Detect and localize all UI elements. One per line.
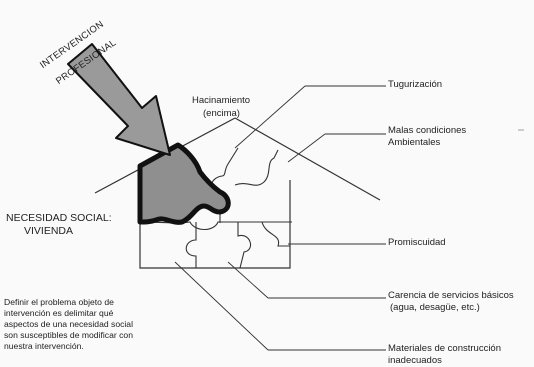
leader-lines	[174, 85, 386, 351]
note-line-2: intervención es delimitar qué	[4, 308, 114, 318]
note-line-3: aspectos de una necesidad social	[4, 319, 133, 329]
note-line-1: Definir el problema objeto de	[4, 297, 114, 307]
callout-tugurizacion: Tugurización	[388, 79, 443, 90]
callout-carencia-line2: (agua, desagüe, etc.)	[390, 302, 480, 313]
callout-promiscuidad: Promiscuidad	[388, 237, 446, 248]
puzzle-line-lower-right	[261, 221, 290, 247]
callout-malas-line2: Ambientales	[388, 137, 441, 148]
hacinamiento-label: Hacinamiento	[192, 95, 251, 106]
leader-tugurizacion	[234, 85, 306, 149]
callout-materiales-line1: Materiales de construcción	[388, 343, 501, 354]
need-label: NECESIDAD SOCIAL:	[6, 212, 112, 224]
leader-materiales	[174, 261, 269, 351]
puzzle-line-lower-left	[185, 222, 197, 268]
note-line-5: nuestra intervención.	[4, 341, 84, 351]
callout-malas-line1: Malas condiciones	[388, 125, 467, 136]
puzzle-line-upper-right	[234, 149, 279, 186]
leader-carencia	[227, 261, 269, 299]
need-sub: VIVIENDA	[24, 225, 74, 237]
puzzle-line-lower-mid	[237, 222, 252, 269]
highlighted-puzzle-piece	[137, 142, 231, 225]
callout-carencia-line1: Carencia de servicios básicos	[388, 290, 514, 301]
hacinamiento-sub: (encima)	[203, 108, 240, 119]
puzzle-line-middle	[139, 221, 292, 231]
intervention-arrow	[67, 43, 171, 156]
roof-right-line	[234, 117, 381, 201]
callout-materiales-line2: inadecuados	[388, 355, 442, 366]
note-line-4: son susceptibles de modificar con	[4, 330, 133, 340]
leader-malas	[287, 133, 326, 163]
